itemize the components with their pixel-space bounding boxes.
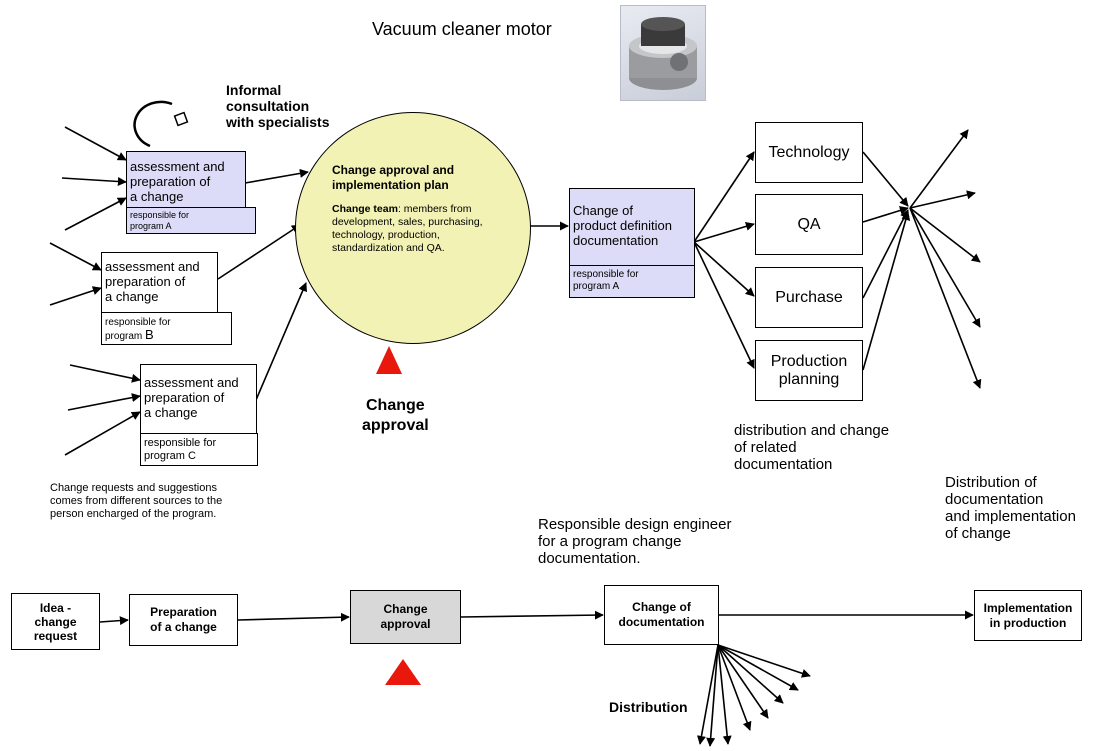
change-approval-label: Change approval <box>362 397 429 434</box>
flow-preparation-box: Preparation of a change <box>129 594 238 646</box>
product-doc-responsible: responsible for program A <box>569 265 695 298</box>
responsible-box-c: responsible for program C <box>140 433 258 466</box>
circular-arrow-icon <box>133 100 189 148</box>
sources-note: Change requests and suggestions comes fr… <box>50 482 223 520</box>
distribution-note: distribution and change of related docum… <box>734 422 890 473</box>
assessment-box-c: assessment and preparation of a change <box>140 364 257 434</box>
flow-idea-box: Idea - change request <box>11 593 100 650</box>
distribution-label: Distribution <box>609 699 688 715</box>
engineer-note: Responsible design engineer for a progra… <box>538 516 732 567</box>
consultation-text: Informal consultation with specialists <box>226 82 330 130</box>
product-doc-box: Change of product definition documentati… <box>569 188 695 266</box>
diagram-title: Vacuum cleaner motor <box>372 19 552 39</box>
production-planning-box: Production planning <box>755 340 863 401</box>
technology-box: Technology <box>755 122 863 183</box>
approval-triangle-icon-2 <box>385 659 421 685</box>
approval-triangle-icon <box>376 346 402 374</box>
assessment-box-b: assessment and preparation of a change <box>101 252 218 313</box>
circle-content: Change approval and implementation plan … <box>332 163 483 254</box>
flow-approval-box: Change approval <box>350 590 461 644</box>
purchase-box: Purchase <box>755 267 863 328</box>
assessment-box-a: assessment and preparation of a change <box>126 151 246 208</box>
qa-box: QA <box>755 194 863 255</box>
responsible-box-a: responsible for program A <box>126 207 256 234</box>
distribution-of-documentation: Distribution of documentation and implem… <box>945 474 1076 542</box>
responsible-box-b: responsible for program B <box>101 312 232 345</box>
flow-implementation-box: Implementation in production <box>974 590 1082 641</box>
flow-documentation-box: Change of documentation <box>604 585 719 645</box>
vacuum-motor-photo <box>620 5 706 101</box>
change-approval-circle <box>295 112 531 344</box>
